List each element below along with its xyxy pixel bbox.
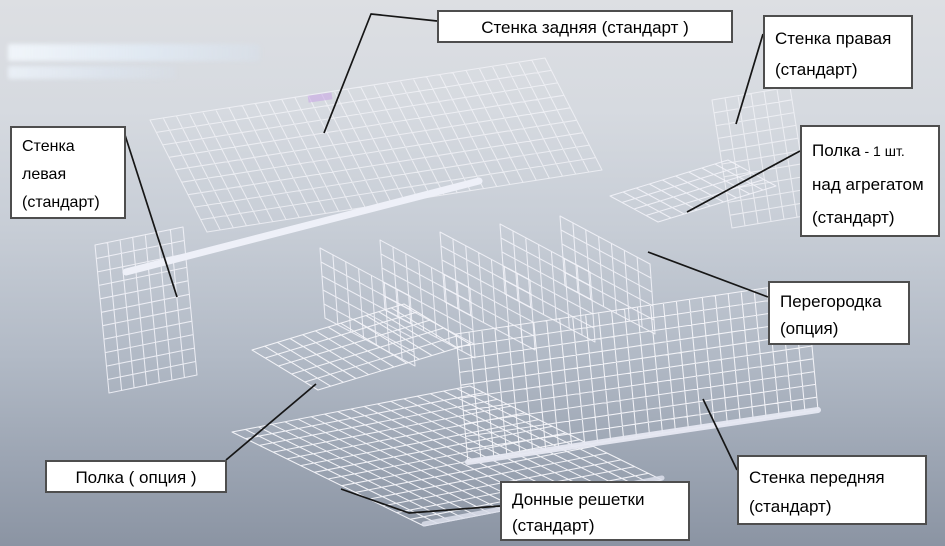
left-wall-mesh [94, 226, 198, 394]
label-shelf-over-unit-line2: над агрегатом [812, 175, 924, 194]
label-shelf-over-unit-line1: Полка- 1 шт. [812, 134, 928, 168]
hanger-rail-bar [122, 177, 483, 276]
leader-line-front-wall [702, 398, 738, 471]
shelf-option-mesh [251, 303, 471, 391]
label-shelf-over-unit-name: Полка [812, 141, 861, 160]
leader-line-bottom-grids [340, 488, 501, 514]
label-bottom-grids-line2: (стандарт) [512, 516, 595, 535]
label-shelf-over-unit-qty: - 1 шт. [864, 143, 905, 159]
label-shelf-over-unit-line3: (стандарт) [812, 208, 895, 227]
leader-line-partition [647, 251, 769, 298]
label-left-wall-line3: (стандарт) [22, 194, 100, 211]
label-left-wall-line1: Стенка [22, 138, 75, 155]
label-partition-line1: Перегородка [780, 292, 882, 311]
leader-lines [124, 13, 801, 514]
label-left-wall: Стенка левая (стандарт) [10, 126, 126, 219]
blurred-watermark [8, 44, 260, 61]
label-right-wall-line1: Стенка правая [775, 29, 892, 48]
leader-line-right-wall [735, 33, 764, 125]
leader-line-back-wall [323, 13, 438, 134]
label-back-wall-text: Стенка задняя (стандарт ) [481, 18, 689, 37]
partition-mesh-5 [559, 215, 656, 335]
partition-mesh-4 [499, 223, 596, 343]
label-shelf-option-text: Полка ( опция ) [75, 468, 197, 487]
label-front-wall-line2: (стандарт) [749, 497, 832, 516]
label-partition-line2: (опция) [780, 319, 839, 338]
leader-line-shelf-over-unit [686, 150, 801, 213]
front-wall-mesh [455, 281, 819, 463]
label-right-wall-line2: (стандарт) [775, 60, 858, 79]
label-partition: Перегородка (опция) [768, 281, 910, 345]
back-wall-mesh [149, 57, 603, 233]
label-bottom-grids-line1: Донные решетки [512, 490, 645, 509]
shelf-over-unit-mesh [609, 159, 777, 223]
label-shelf-option: Полка ( опция ) [45, 460, 227, 493]
purple-mark [307, 92, 333, 103]
right-wall-mesh [711, 86, 811, 229]
partition-mesh-3 [439, 231, 536, 351]
leader-line-left-wall [124, 134, 178, 298]
leader-line-shelf-option [225, 383, 317, 461]
label-left-wall-line2: левая [22, 166, 67, 183]
blurred-watermark-line2 [8, 66, 176, 79]
label-front-wall-line1: Стенка передняя [749, 468, 885, 487]
label-back-wall: Стенка задняя (стандарт ) [437, 10, 733, 43]
label-right-wall: Стенка правая (стандарт) [763, 15, 913, 89]
label-front-wall: Стенка передняя (стандарт) [737, 455, 927, 525]
label-bottom-grids: Донные решетки (стандарт) [500, 481, 690, 541]
label-shelf-over-unit: Полка- 1 шт. над агрегатом (стандарт) [800, 125, 940, 237]
partition-mesh-2 [379, 239, 476, 359]
front-wall-bottom-bar [465, 407, 821, 465]
